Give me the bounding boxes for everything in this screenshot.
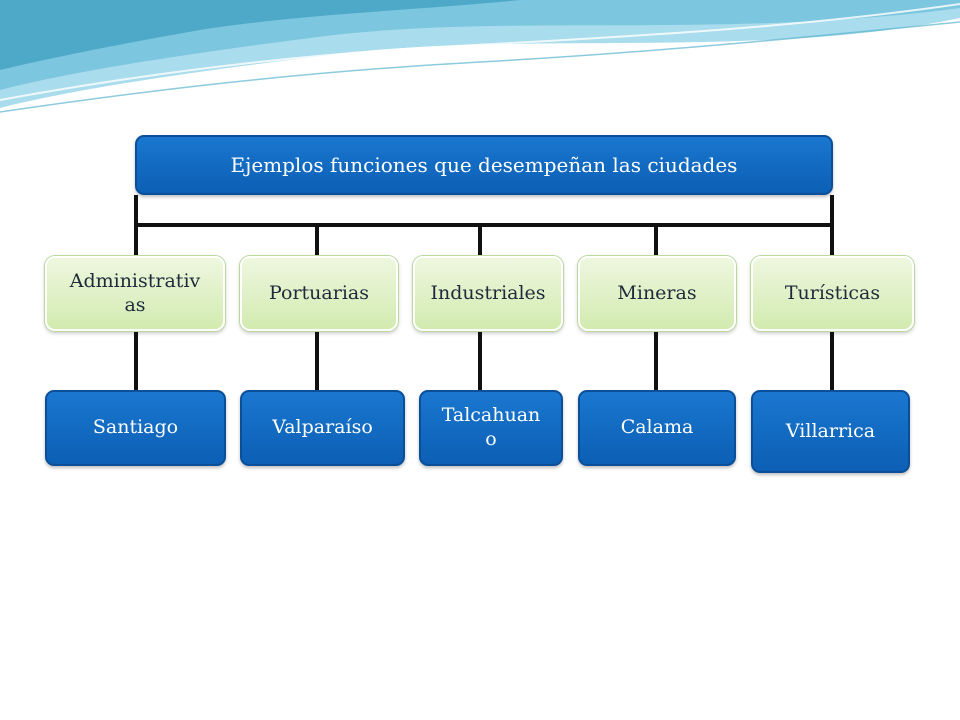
category-box-mineras: Mineras xyxy=(578,256,736,331)
city-box-calama: Calama xyxy=(578,390,736,466)
category-label: Portuarias xyxy=(269,281,369,304)
city-box-valparaiso: Valparaíso xyxy=(240,390,405,466)
category-box-industriales: Industriales xyxy=(413,256,563,331)
category-label: Turísticas xyxy=(784,281,881,304)
city-box-talcahuano: Talcahuan o xyxy=(419,390,563,466)
category-box-turisticas: Turísticas xyxy=(751,256,914,331)
city-label: Talcahuan o xyxy=(441,404,541,450)
city-box-santiago: Santiago xyxy=(45,390,226,466)
wave-dark xyxy=(0,0,520,70)
category-box-administrativas: Administrativ as xyxy=(45,256,225,331)
category-label: Mineras xyxy=(617,281,697,304)
city-box-villarrica: Villarrica xyxy=(751,390,910,473)
city-label: Santiago xyxy=(92,416,179,439)
diagram-title-box: Ejemplos funciones que desempeñan las ci… xyxy=(135,135,833,195)
diagram-title: Ejemplos funciones que desempeñan las ci… xyxy=(230,152,738,177)
wave-line xyxy=(0,3,960,101)
city-label: Villarrica xyxy=(785,419,876,442)
category-box-portuarias: Portuarias xyxy=(240,256,398,331)
city-label: Valparaíso xyxy=(272,416,373,439)
header-wave-decoration xyxy=(0,0,960,113)
category-label: Administrativ as xyxy=(69,269,201,316)
city-label: Calama xyxy=(620,416,694,439)
category-label: Industriales xyxy=(430,281,546,304)
wave-line-2 xyxy=(0,21,960,113)
